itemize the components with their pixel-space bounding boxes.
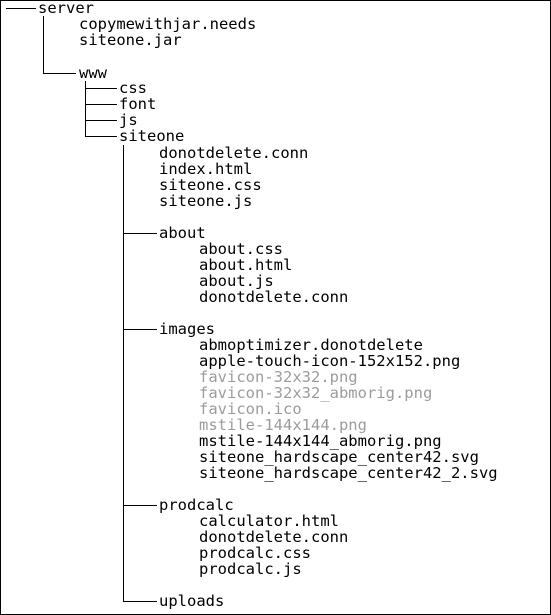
- file-abmoptimizer-donotdelete: abmoptimizer.donotdelete: [199, 336, 423, 354]
- folder-www: www: [79, 64, 107, 82]
- connector-www: [43, 73, 76, 74]
- connector-siteone-trunk: [123, 145, 124, 601]
- connector-uploads: [123, 601, 157, 602]
- folder-siteone: siteone: [119, 127, 185, 145]
- file-mstile-144x144-abmorig-png: mstile-144x144_abmorig.png: [199, 432, 442, 450]
- file-about-html: about.html: [199, 256, 293, 274]
- file-about-css: about.css: [199, 240, 283, 258]
- file-about-js: about.js: [199, 272, 274, 290]
- connector-images: [123, 329, 157, 330]
- file-prodcalc-donotdelete-conn: donotdelete.conn: [199, 528, 349, 546]
- file-calculator-html: calculator.html: [199, 512, 339, 530]
- file-about-donotdelete-conn: donotdelete.conn: [199, 288, 349, 306]
- connector-www-trunk: [85, 81, 86, 137]
- file-prodcalc-js: prodcalc.js: [199, 560, 302, 578]
- file-apple-touch-icon: apple-touch-icon-152x152.png: [199, 352, 461, 370]
- folder-images: images: [159, 320, 215, 338]
- file-siteone-jar: siteone.jar: [79, 31, 182, 49]
- file-siteone-hardscape-center42-svg: siteone_hardscape_center42.svg: [199, 448, 479, 466]
- folder-js: js: [119, 111, 138, 129]
- folder-css: css: [119, 79, 147, 97]
- file-siteone-js: siteone.js: [159, 192, 253, 210]
- folder-server: server: [38, 0, 94, 17]
- connector-about: [123, 233, 157, 234]
- file-prodcalc-css: prodcalc.css: [199, 544, 311, 562]
- connector-siteone: [85, 136, 117, 137]
- connector-font: [85, 104, 117, 105]
- connector-js: [85, 120, 117, 121]
- connector-root: [6, 8, 36, 9]
- file-favicon-ico: favicon.ico: [199, 400, 302, 418]
- folder-font: font: [119, 95, 157, 113]
- connector-prodcalc: [123, 505, 157, 506]
- connector-css: [85, 88, 117, 89]
- file-favicon-32x32-png: favicon-32x32.png: [199, 368, 358, 386]
- folder-about: about: [159, 224, 206, 242]
- folder-prodcalc: prodcalc: [159, 496, 234, 514]
- connector-server-trunk: [43, 16, 44, 73]
- file-copymewithjar-needs: copymewithjar.needs: [79, 15, 257, 33]
- folder-uploads: uploads: [159, 592, 225, 610]
- file-siteone-css: siteone.css: [159, 176, 262, 194]
- file-mstile-144x144-png: mstile-144x144.png: [199, 416, 367, 434]
- file-siteone-donotdelete-conn: donotdelete.conn: [159, 144, 309, 162]
- file-siteone-hardscape-center42-2-svg: siteone_hardscape_center42_2.svg: [199, 464, 498, 482]
- file-favicon-32x32-abmorig-png: favicon-32x32_abmorig.png: [199, 384, 433, 402]
- file-siteone-index-html: index.html: [159, 160, 253, 178]
